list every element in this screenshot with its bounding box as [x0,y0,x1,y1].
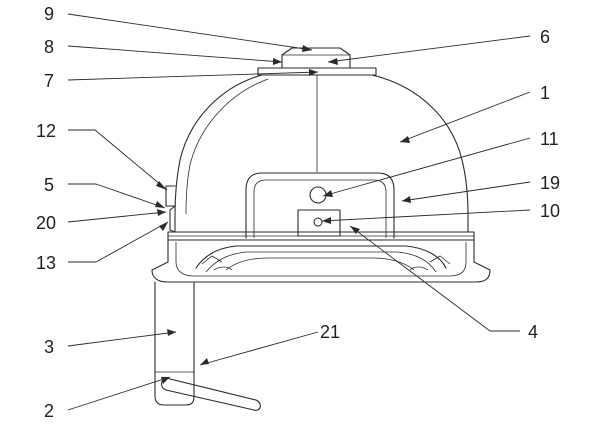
callout-labels: 9 8 7 6 1 12 11 5 19 20 10 13 4 3 21 2 [36,4,560,421]
top-cap-plate [257,67,377,76]
callout-4: 4 [528,322,538,342]
callout-10: 10 [540,201,560,221]
side-button [165,185,176,207]
callout-5: 5 [44,175,54,195]
side-arm [154,281,195,406]
dome-shell [174,74,469,233]
side-strip [169,205,176,233]
callout-11: 11 [540,129,559,149]
helmet-figure [151,47,491,411]
inner-visor [195,245,447,269]
callout-3: 3 [44,337,54,357]
callout-6: 6 [540,27,550,47]
callout-19: 19 [540,173,560,193]
callout-9: 9 [44,4,54,24]
sensor-indicator [313,217,323,227]
lower-brim [151,239,491,283]
sensor-module [297,209,341,237]
callout-7: 7 [44,71,54,91]
callout-1: 1 [540,83,550,103]
callout-13: 13 [36,253,56,273]
lens [309,186,327,204]
top-knob [281,47,351,69]
callout-2: 2 [44,401,54,421]
rod [160,377,261,411]
front-housing [245,172,395,239]
callout-21: 21 [320,322,340,342]
callout-12: 12 [36,121,56,141]
callout-8: 8 [44,37,54,57]
callout-20: 20 [36,213,56,233]
leader-lines [67,13,531,411]
